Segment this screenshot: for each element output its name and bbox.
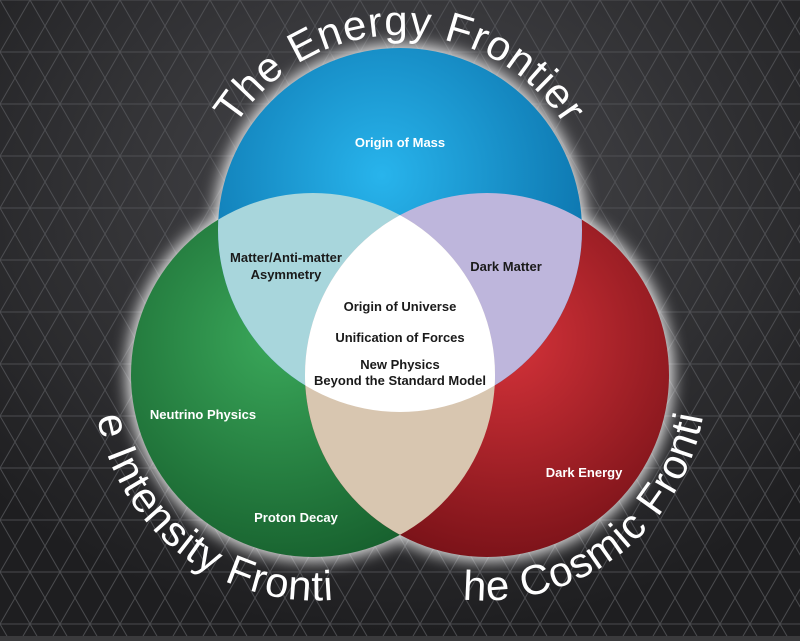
dark-energy-label: Dark Energy	[546, 465, 623, 480]
new-physics-label-line1: New Physics	[360, 357, 440, 372]
origin-of-mass-label: Origin of Mass	[355, 135, 445, 150]
proton-decay-label: Proton Decay	[254, 510, 339, 525]
dark-matter-label: Dark Matter	[470, 259, 542, 274]
new-physics-label-line2: Beyond the Standard Model	[314, 373, 486, 388]
neutrino-physics-label: Neutrino Physics	[150, 407, 256, 422]
matter-antimatter-label-line1: Matter/Anti-matter	[230, 250, 342, 265]
unification-of-forces-label: Unification of Forces	[335, 330, 464, 345]
origin-of-universe-label: Origin of Universe	[344, 299, 457, 314]
matter-antimatter-label-line2: Asymmetry	[251, 267, 323, 282]
center-overlap	[305, 193, 495, 412]
